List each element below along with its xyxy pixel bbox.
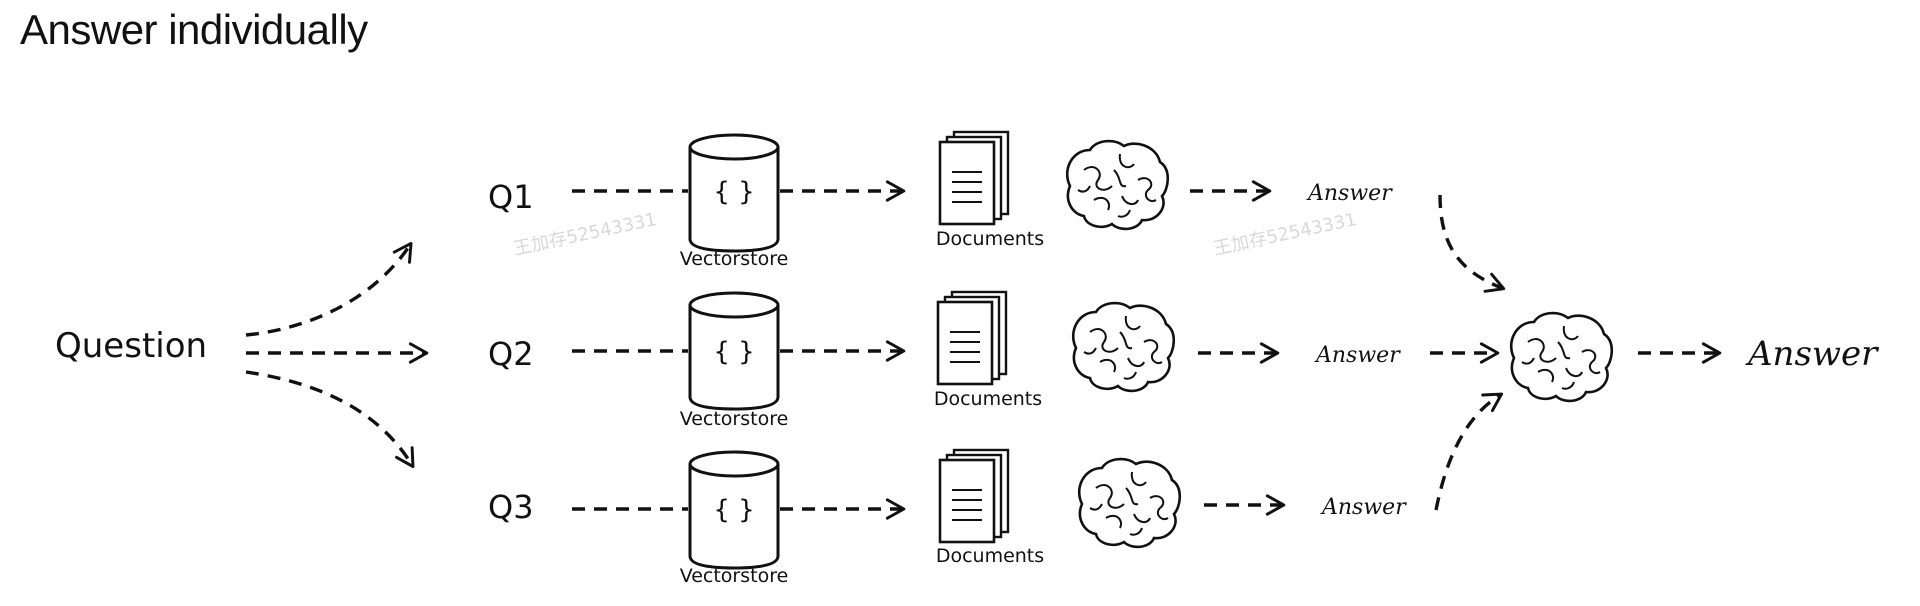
question-1-label: Q1 [488, 178, 534, 216]
documents-icon [936, 290, 1008, 386]
vectorstore-glyph: { } [713, 177, 754, 207]
answer-1-label: Answer [1306, 181, 1393, 206]
vectorstore-1-label: Vectorstore [680, 248, 789, 270]
dashed-arrow-icon [1438, 194, 1506, 293]
documents-1-label: Documents [936, 228, 1044, 250]
question-3-label: Q3 [488, 488, 534, 526]
dashed-arrow-icon [245, 242, 413, 337]
documents-icon [938, 130, 1010, 226]
brain-icon [1071, 301, 1176, 393]
answer-2-label: Answer [1314, 343, 1401, 368]
documents-2-label: Documents [934, 388, 1042, 410]
page-title: Answer individually [20, 6, 368, 53]
final-answer-label: Answer [1745, 334, 1879, 374]
brain-icon [1077, 457, 1182, 549]
question-label: Question [55, 326, 207, 366]
brain-icon [1509, 311, 1614, 403]
question-2-label: Q2 [488, 335, 534, 373]
documents-icon [938, 448, 1010, 544]
dashed-arrow-icon [1434, 392, 1504, 511]
brain-icon [1065, 139, 1170, 231]
vectorstore-2-label: Vectorstore [680, 408, 789, 430]
vectorstore-glyph: { } [713, 495, 754, 525]
answer-3-label: Answer [1320, 495, 1407, 520]
dashed-arrow-icon [245, 370, 415, 469]
documents-3-label: Documents [936, 545, 1044, 567]
vectorstore-3-label: Vectorstore [680, 565, 789, 587]
vectorstore-glyph: { } [713, 337, 754, 367]
